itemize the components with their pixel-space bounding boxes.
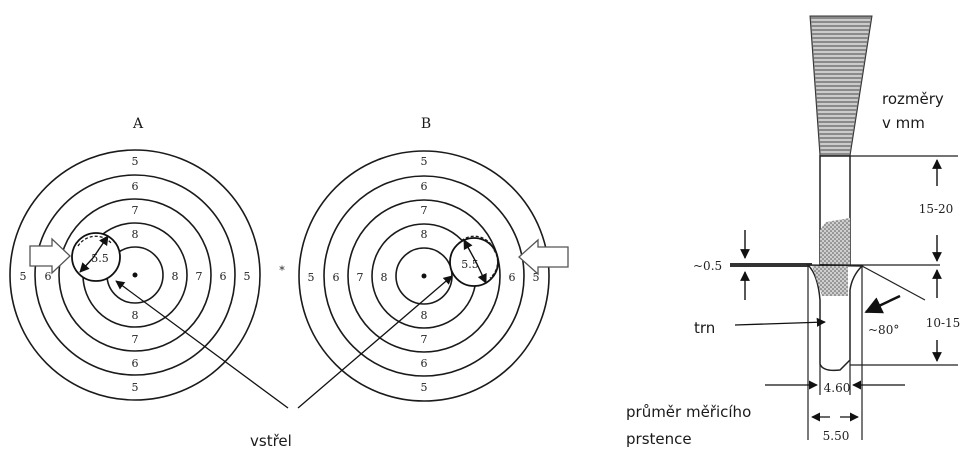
target-b-score: 6 xyxy=(509,271,516,284)
target-b-ring-7 xyxy=(347,199,501,353)
target-a-hit-radius-arrow xyxy=(92,235,109,259)
gauge-trn-label: trn xyxy=(694,319,715,337)
gauge-handle xyxy=(809,15,873,157)
gauge-angle-arrow xyxy=(864,294,901,314)
target-b-score: 5 xyxy=(308,271,315,284)
gauge-dim-flange: ~0.5 xyxy=(693,259,722,273)
gauge-ring-label-line1: průměr měřicího xyxy=(626,403,751,421)
target-b-score: 8 xyxy=(421,228,428,241)
gauge-trn-pointer xyxy=(734,317,826,327)
target-a-score: 5 xyxy=(132,155,139,168)
gauge-units-line1: rozměry xyxy=(882,90,944,108)
target-a-score: 5 xyxy=(20,270,27,283)
target-a-score: 7 xyxy=(132,333,139,346)
gauge-angle: ~80° xyxy=(868,323,899,337)
gauge-shaft-hatched xyxy=(820,218,850,264)
target-a-score: 8 xyxy=(132,309,139,322)
target-separator: * xyxy=(279,264,285,277)
target-a-score: 5 xyxy=(132,381,139,394)
target-a-score: 8 xyxy=(132,228,139,241)
gauge-ring-label-line2: prstence xyxy=(626,430,692,448)
target-a-score: 6 xyxy=(132,357,139,370)
gauge-ring-hatched xyxy=(812,266,848,296)
vstrel-label: vstřel xyxy=(250,432,292,450)
target-b-hit-dashed-arc xyxy=(489,249,499,279)
gauge-units-line2: v mm xyxy=(882,114,925,132)
target-b-hit-dashed-arc xyxy=(457,235,495,251)
gauge-cone-line xyxy=(861,265,926,301)
gauge-dim-lower: 10-15 xyxy=(926,316,961,330)
target-a: A 5 6 7 8 8 7 6 5 5 6 8 7 6 5 5.5 xyxy=(9,116,261,401)
target-a-ring-5 xyxy=(9,149,261,401)
target-b-score: 7 xyxy=(421,333,428,346)
gauge-pin: 15-20 10-15 ~0.5 ~80° trn 4.60 5.50 rozm… xyxy=(626,15,961,448)
vstrel-pointer-a xyxy=(115,280,289,409)
target-b-score: 6 xyxy=(421,180,428,193)
gauge-handle-knurling xyxy=(811,19,871,153)
target-b-score: 6 xyxy=(421,357,428,370)
target-a-hit-value: 5.5 xyxy=(91,252,109,265)
target-b-score: 6 xyxy=(333,271,340,284)
target-b-label: B xyxy=(421,116,431,132)
target-b-score: 7 xyxy=(357,271,364,284)
target-a-block-arrow-icon xyxy=(29,237,71,275)
gauge-dim-upper: 15-20 xyxy=(919,202,954,216)
gauge-dia-outer: 5.50 xyxy=(823,429,850,443)
target-b-score: 7 xyxy=(421,204,428,217)
target-b-score: 5 xyxy=(421,381,428,394)
target-b-hit-radius-arrow xyxy=(463,239,477,263)
target-a-score: 7 xyxy=(196,270,203,283)
target-b-block-arrow-icon xyxy=(518,238,569,276)
target-b-score: 8 xyxy=(381,271,388,284)
target-a-score: 7 xyxy=(132,204,139,217)
target-a-label: A xyxy=(132,116,144,132)
target-b-score: 5 xyxy=(533,271,540,284)
target-a-ring-6 xyxy=(34,174,236,376)
gauge-dia-inner: 4.60 xyxy=(824,381,851,395)
target-a-hit-radius-arrow xyxy=(79,257,94,273)
target-a-center-dot xyxy=(132,272,138,278)
target-b-hit-radius-arrow xyxy=(475,261,487,284)
vstrel-pointer-b xyxy=(297,275,453,409)
target-b-hit-value: 5.5 xyxy=(461,258,479,271)
target-a-score: 6 xyxy=(220,270,227,283)
target-a-score: 5 xyxy=(244,270,251,283)
target-b-score: 5 xyxy=(421,155,428,168)
target-a-score: 8 xyxy=(172,270,179,283)
target-b-score: 8 xyxy=(421,309,428,322)
target-b: B 5 6 7 8 8 7 6 5 5 6 7 8 6 5 5.5 xyxy=(298,116,569,402)
target-b-ring-6 xyxy=(323,175,525,377)
target-a-ring-7 xyxy=(58,198,212,352)
target-b-ring-5 xyxy=(298,150,550,402)
target-a-score: 6 xyxy=(45,270,52,283)
target-b-center-dot xyxy=(421,273,427,279)
target-a-score: 6 xyxy=(132,180,139,193)
target-a-hit-dashed-arc xyxy=(77,235,113,247)
